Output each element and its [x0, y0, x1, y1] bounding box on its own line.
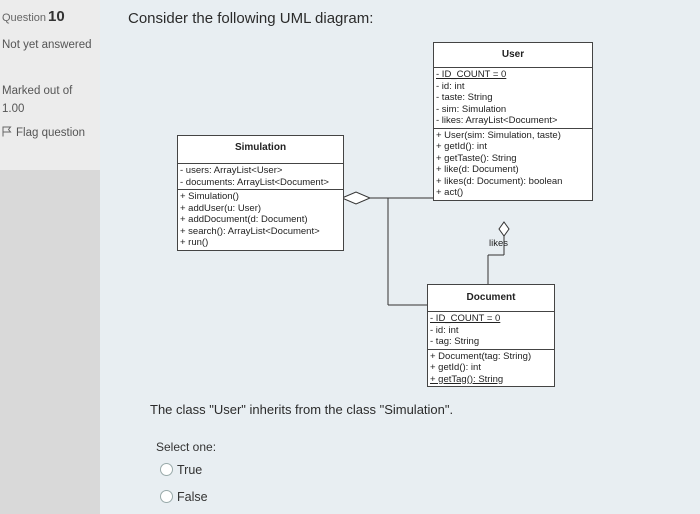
select-one-label: Select one: — [156, 440, 217, 454]
method: + Simulation() — [180, 191, 239, 202]
radio-true[interactable] — [160, 463, 173, 476]
question-status: Not yet answered — [2, 39, 92, 51]
class-user-attributes: - ID_COUNT = 0 - id: int - taste: String… — [434, 67, 592, 128]
attribute: - id: int — [430, 324, 459, 336]
relation-label: likes — [489, 238, 509, 249]
method: + act() — [436, 187, 464, 198]
question-prompt: Consider the following UML diagram: — [128, 10, 374, 27]
method: + getId(): int — [436, 141, 487, 152]
class-document-name: Document — [466, 292, 516, 303]
method: + getId(): int — [430, 362, 481, 373]
marked-out-of-label: Marked out of — [2, 85, 73, 97]
class-user-name: User — [501, 49, 525, 60]
flag-question-button[interactable]: Flag question — [2, 126, 85, 139]
question-number: 10 — [48, 8, 65, 25]
method: + search(): ArrayList<Document> — [180, 225, 320, 237]
method: + Document(tag: String) — [430, 350, 532, 362]
class-user-methods: + User(sim: Simulation, taste) + getId()… — [434, 127, 592, 200]
class-document-methods: + Document(tag: String) + getId(): int +… — [428, 348, 554, 387]
attribute: - users: ArrayList<User> — [180, 165, 283, 176]
question-marks: Marked out of 1.00 — [2, 82, 97, 118]
aggregation-diamond-simulation — [340, 191, 372, 205]
option-true-label: True — [177, 463, 203, 477]
flag-question-label: Flag question — [16, 127, 86, 139]
method: + User(sim: Simulation, taste) — [436, 129, 561, 141]
radio-false[interactable] — [160, 490, 173, 503]
uml-connectors — [340, 191, 510, 306]
option-false[interactable]: False — [160, 490, 208, 504]
marked-out-of-value: 1.00 — [2, 103, 25, 115]
method: + getTaste(): String — [436, 152, 517, 164]
question-statement: The class "User" inherits from the class… — [150, 402, 454, 417]
flag-icon — [2, 126, 12, 137]
static-attribute: - ID_COUNT = 0 — [430, 313, 501, 324]
option-true[interactable]: True — [160, 463, 202, 477]
class-user: User - ID_COUNT = 0 - id: int - taste: S… — [433, 42, 593, 201]
class-simulation-attributes: - users: ArrayList<User> - documents: Ar… — [178, 163, 343, 189]
method: + addDocument(d: Document) — [180, 214, 308, 225]
method: + getTag(): String — [430, 373, 504, 385]
method: + likes(d: Document): boolean — [436, 175, 563, 187]
attribute: - id: int — [436, 80, 465, 92]
aggregation-diamond-user — [498, 221, 510, 237]
question-content: Consider the following UML diagram: like… — [100, 0, 700, 514]
question-label: Question — [2, 12, 47, 24]
attribute: - sim: Simulation — [436, 103, 507, 115]
attribute: - likes: ArrayList<Document> — [436, 115, 558, 126]
class-document: Document - ID_COUNT = 0 - id: int - tag:… — [427, 284, 555, 387]
class-simulation-methods: + Simulation() + addUser(u: User) + addD… — [178, 189, 343, 250]
attribute: - tag: String — [430, 336, 480, 347]
static-attribute: - ID_COUNT = 0 — [436, 69, 507, 80]
option-false-label: False — [177, 490, 208, 504]
class-simulation: Simulation - users: ArrayList<User> - do… — [177, 135, 344, 251]
method: + addUser(u: User) — [180, 202, 262, 214]
class-document-attributes: - ID_COUNT = 0 - id: int - tag: String — [428, 311, 554, 349]
attribute: - documents: ArrayList<Document> — [180, 176, 329, 188]
method: + run() — [180, 237, 209, 248]
uml-diagram: likes Simulation - users: ArrayList<User… — [100, 0, 700, 400]
class-simulation-name: Simulation — [234, 142, 287, 153]
method: + like(d: Document) — [436, 164, 519, 175]
attribute: - taste: String — [436, 92, 493, 103]
